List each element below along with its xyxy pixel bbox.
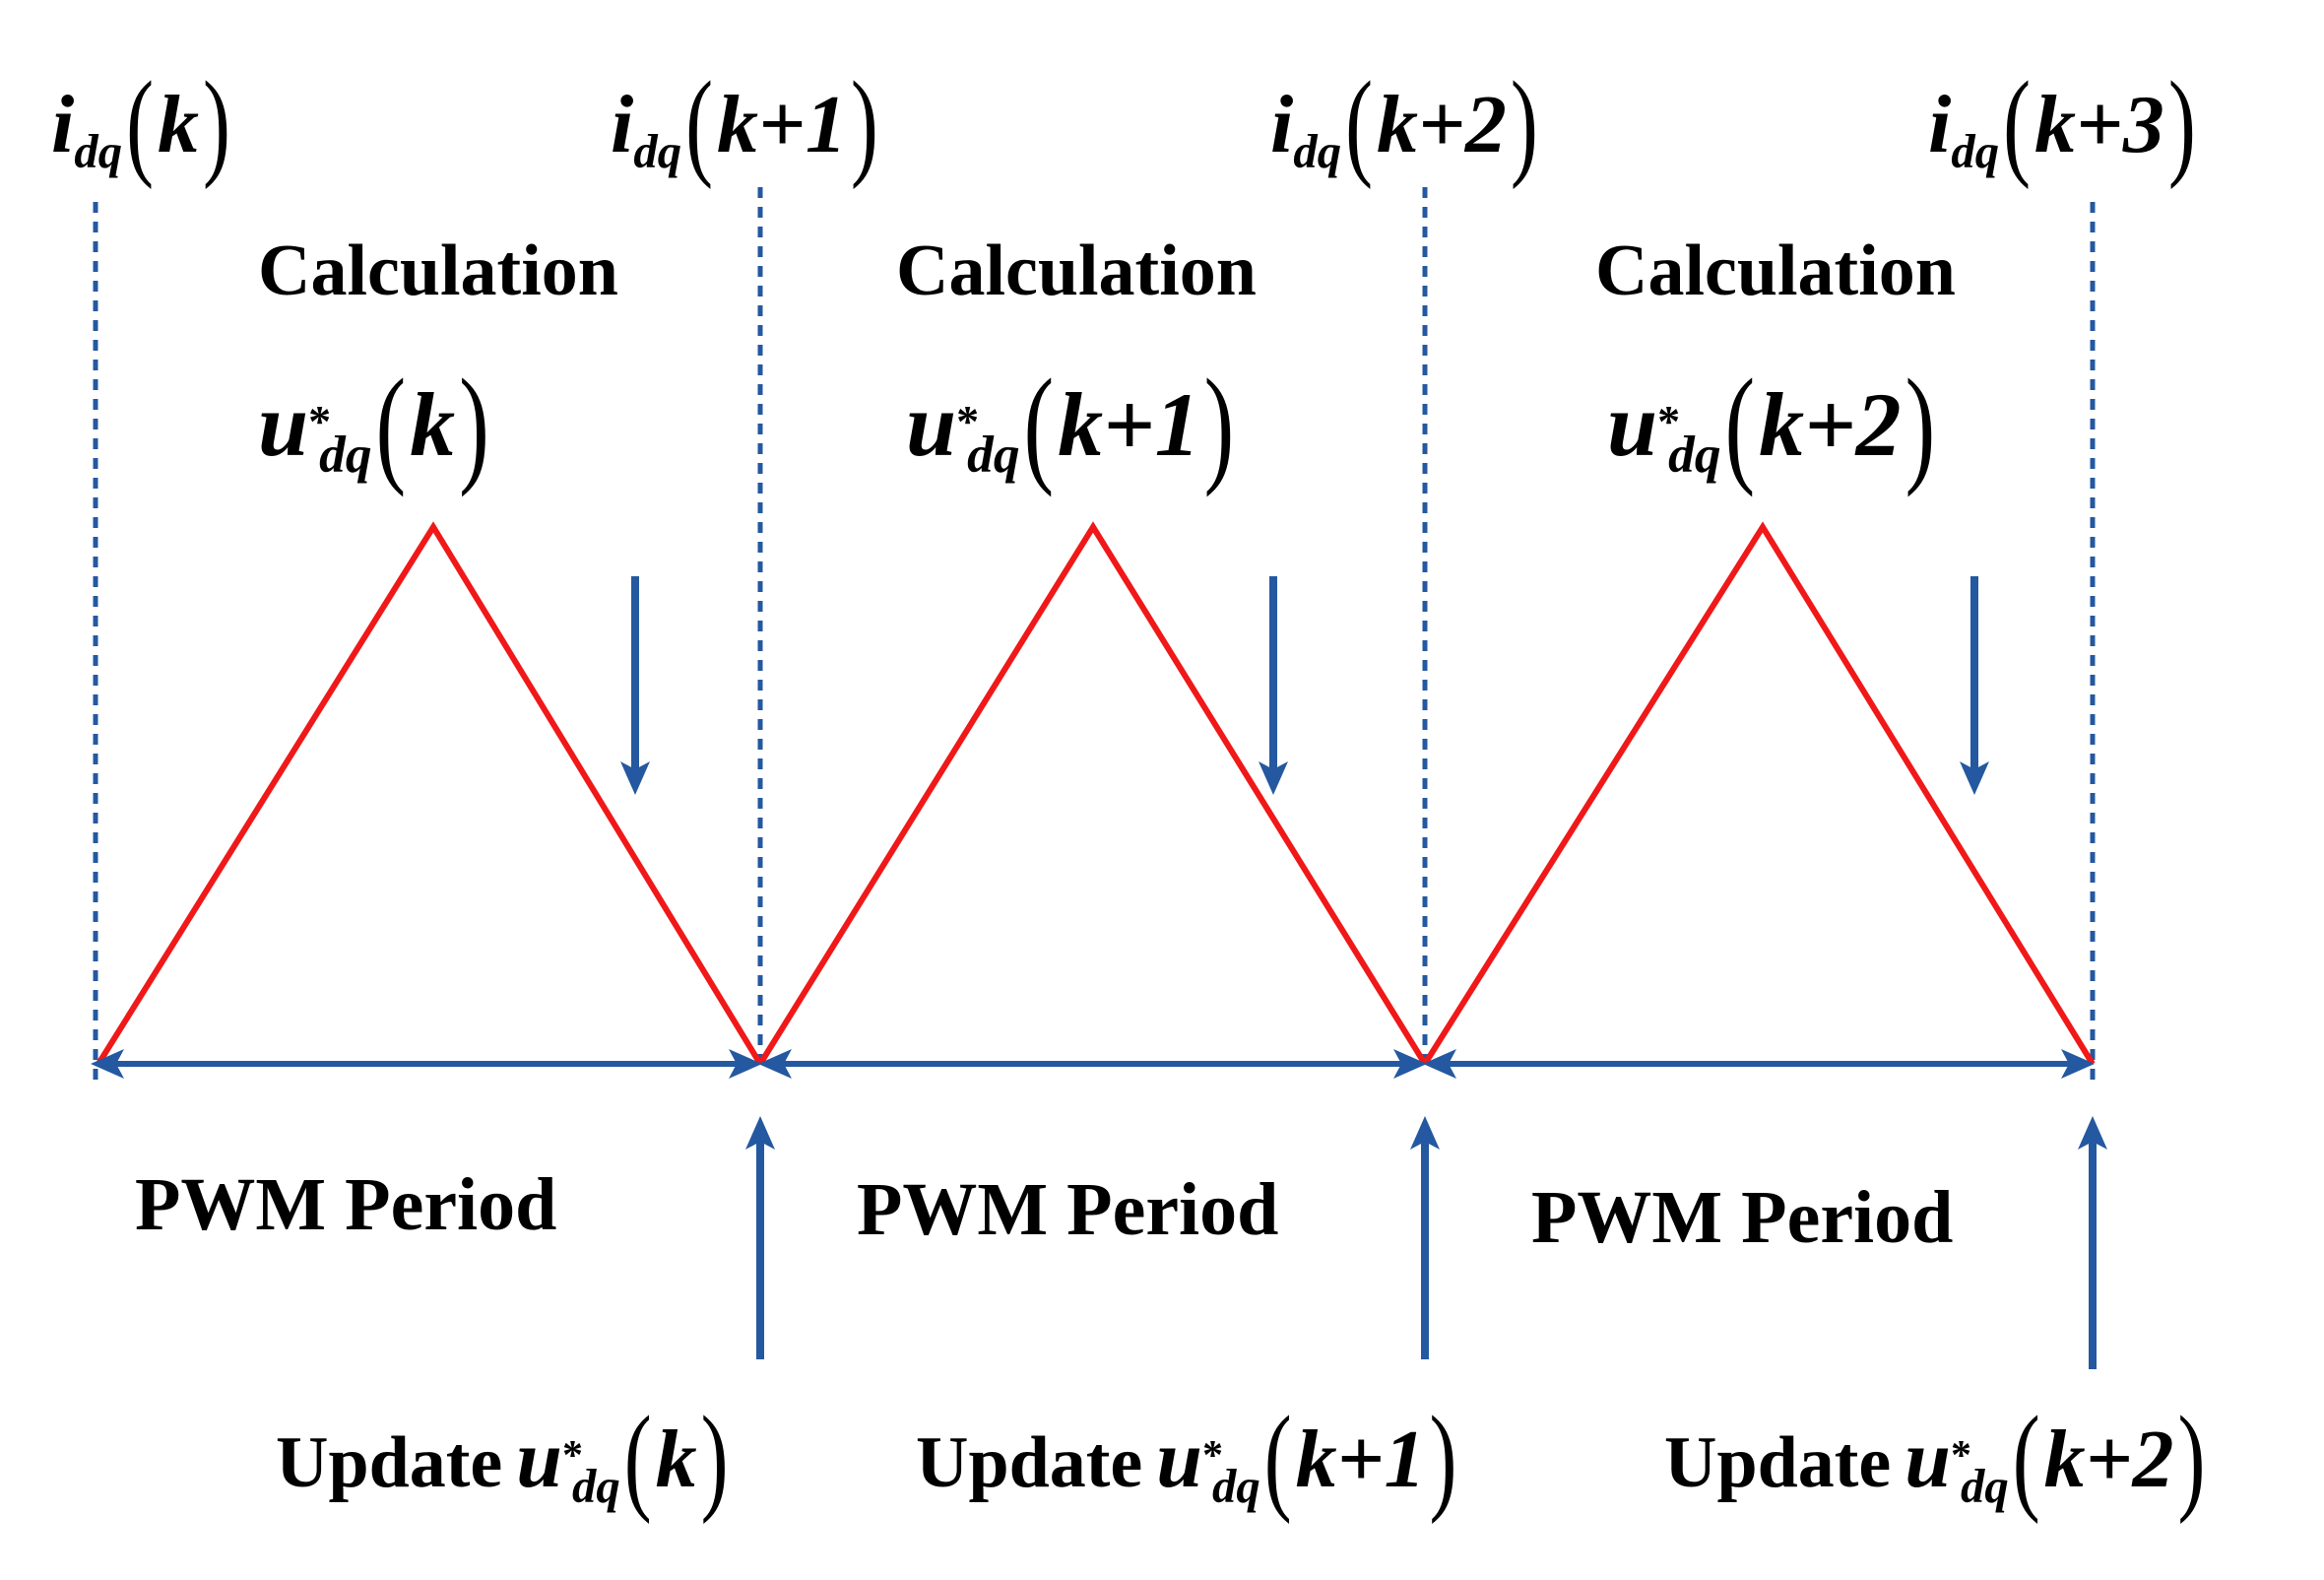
sample-label-subscript: dq — [74, 124, 123, 178]
sample-label-2: idq(k+2) — [1270, 57, 1538, 191]
u-label-arg: k — [410, 374, 456, 475]
pwm-period-label-0: PWM Period — [135, 1163, 557, 1246]
update-label-symbol: u — [1156, 1414, 1202, 1505]
update-label-arg: k+1 — [1295, 1414, 1426, 1505]
reference-voltage-label-0: u*dq(k) — [258, 352, 489, 497]
sample-label-3: idq(k+3) — [1928, 57, 2196, 191]
update-word: Update — [276, 1422, 503, 1503]
reference-voltage-label-2: u*dq(k+2) — [1607, 352, 1936, 497]
sample-label-arg: k+2 — [1377, 79, 1507, 170]
u-label-subscript: dq — [967, 425, 1020, 485]
update-label-arg: k+2 — [2043, 1414, 2174, 1505]
update-label-superscript: * — [1950, 1433, 1971, 1480]
calculation-label-1: Calculation — [896, 230, 1257, 311]
pwm-period-label-1: PWM Period — [857, 1168, 1279, 1251]
pwm-carrier-triangle-0 — [96, 521, 763, 1066]
sample-label-subscript: dq — [633, 124, 682, 178]
calculation-label-2: Calculation — [1595, 230, 1956, 311]
update-label-subscript: dq — [1960, 1459, 2009, 1513]
u-label-symbol: u — [906, 374, 957, 475]
sample-label-subscript: dq — [1293, 124, 1342, 178]
u-label-superscript: * — [1657, 395, 1681, 446]
u-label-superscript: * — [308, 395, 332, 446]
update-word: Update — [1664, 1422, 1892, 1503]
reference-voltage-label-1: u*dq(k+1) — [906, 352, 1235, 497]
u-label-arg: k+1 — [1058, 374, 1200, 475]
sample-label-arg: k+1 — [717, 79, 847, 170]
sample-label-0: idq(k) — [51, 57, 231, 191]
sample-label-symbol: i — [1270, 79, 1294, 170]
update-label-symbol: u — [1904, 1414, 1951, 1505]
u-label-subscript: dq — [1668, 425, 1721, 485]
update-label-subscript: dq — [1211, 1459, 1260, 1513]
sample-label-symbol: i — [1928, 79, 1952, 170]
sample-label-arg: k — [158, 79, 200, 170]
sample-label-subscript: dq — [1951, 124, 2000, 178]
update-label-arg: k — [655, 1414, 697, 1505]
sample-label-arg: k+3 — [2034, 79, 2164, 170]
update-label-superscript: * — [1201, 1433, 1223, 1480]
update-word: Update — [916, 1422, 1143, 1503]
u-label-symbol: u — [258, 374, 309, 475]
u-label-subscript: dq — [319, 425, 372, 485]
sample-label-1: idq(k+1) — [611, 57, 878, 191]
sample-label-symbol: i — [51, 79, 75, 170]
update-label-symbol: u — [516, 1414, 562, 1505]
update-label-superscript: * — [561, 1433, 583, 1480]
u-label-superscript: * — [956, 395, 980, 446]
pwm-carrier-triangle-1 — [757, 521, 1428, 1066]
u-label-arg: k+2 — [1759, 374, 1902, 475]
calculation-label-0: Calculation — [258, 230, 618, 311]
pwm-carrier-triangle-2 — [1422, 521, 2096, 1066]
u-label-symbol: u — [1607, 374, 1658, 475]
update-label-subscript: dq — [571, 1459, 620, 1513]
pwm-period-label-2: PWM Period — [1531, 1176, 1954, 1259]
sample-label-symbol: i — [611, 79, 634, 170]
